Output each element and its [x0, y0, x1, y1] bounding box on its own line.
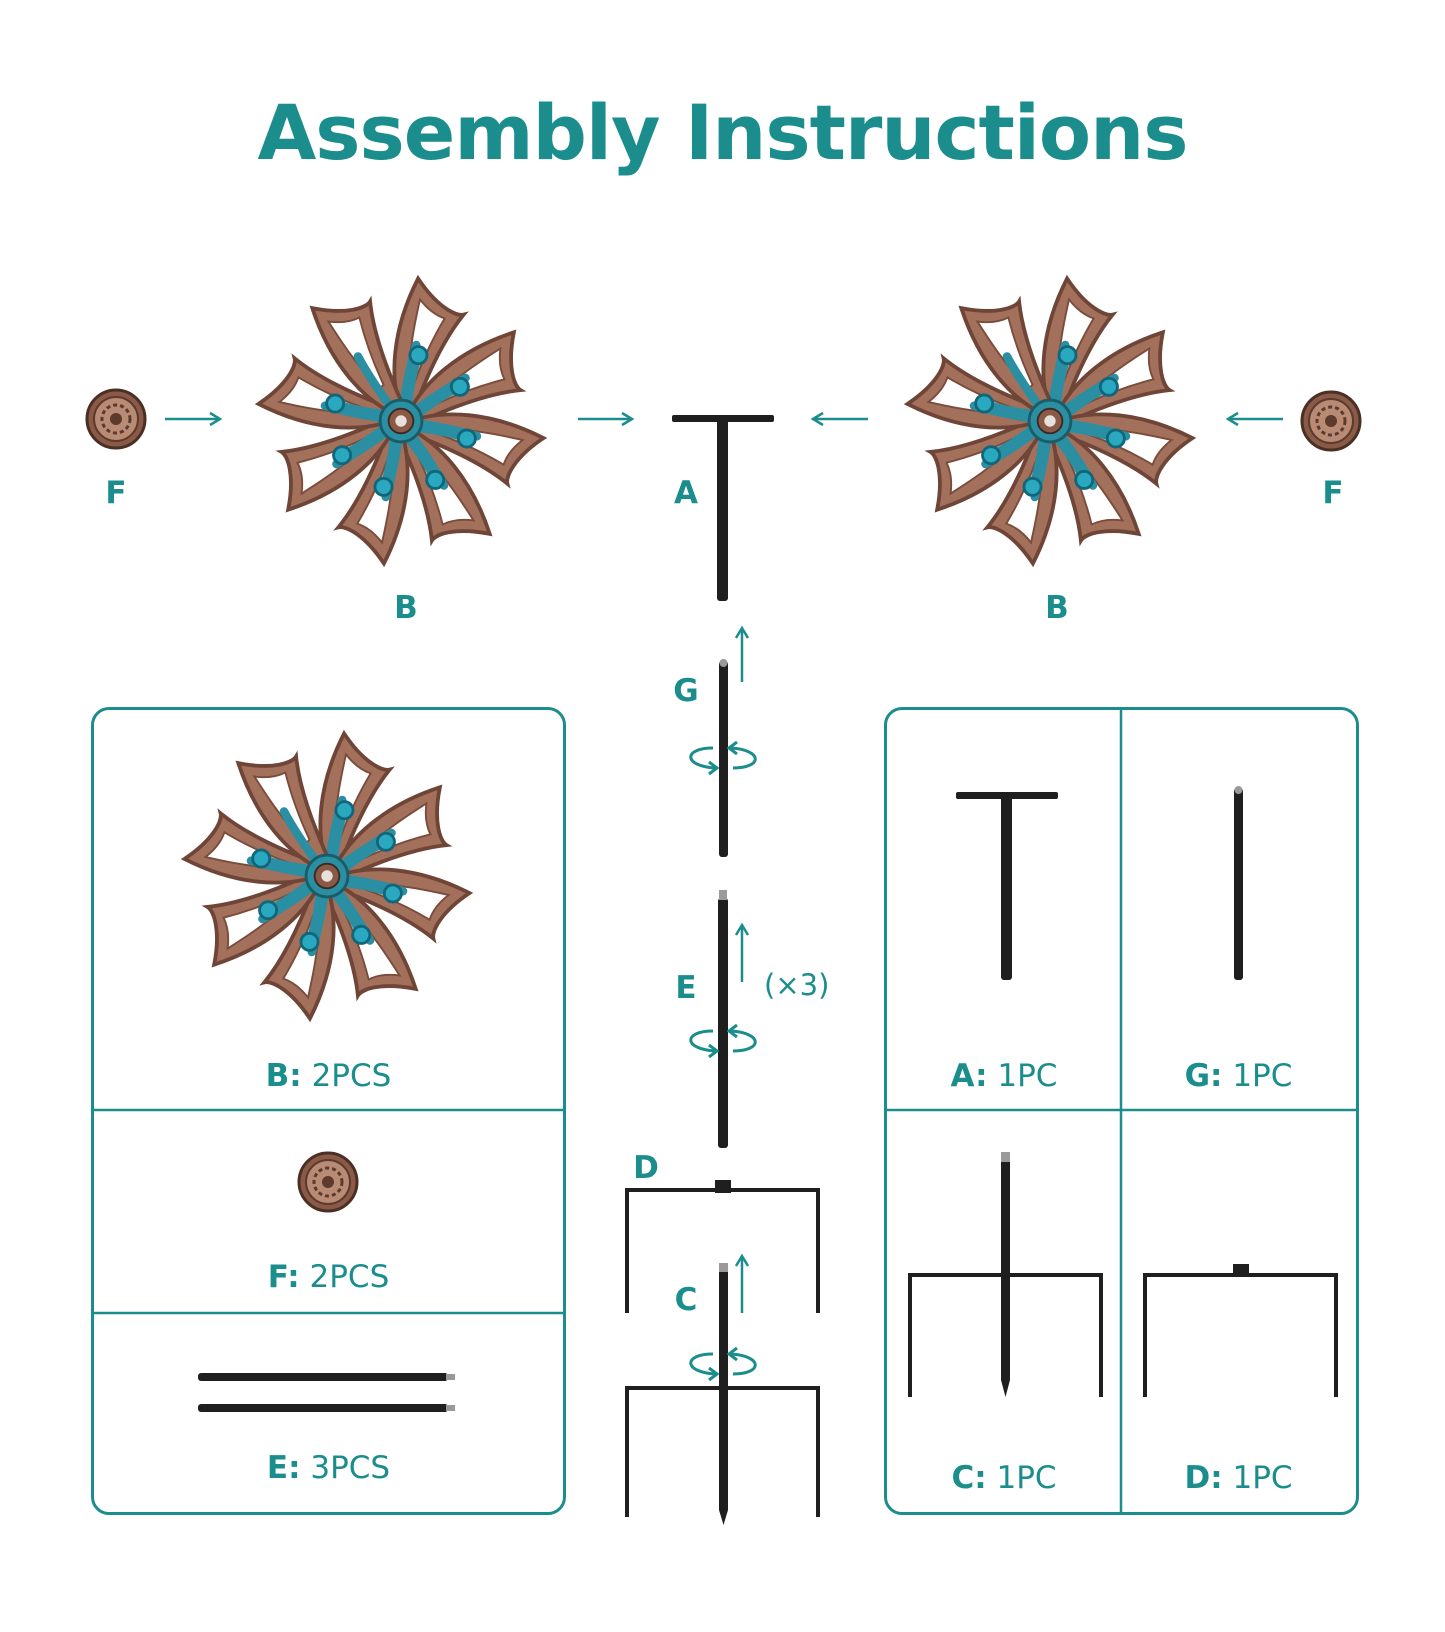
arrow-icon [734, 625, 750, 682]
caption-d-qty: 1PC [1232, 1460, 1293, 1496]
label-c: C [674, 1282, 698, 1318]
rod-icon [718, 890, 728, 1148]
caption-e: E: 3PCS [94, 1450, 563, 1486]
caption-f: F: 2PCS [94, 1259, 563, 1295]
label-b-left: B [394, 590, 418, 626]
rod-icon [198, 1373, 455, 1412]
arrow-icon [165, 411, 223, 427]
caption-f-letter: F: [267, 1259, 300, 1295]
page-title: Assembly Instructions [257, 88, 1188, 177]
arrow-icon [734, 1253, 750, 1313]
arrow-icon [810, 411, 868, 427]
caption-c-qty: 1PC [996, 1460, 1057, 1496]
end-cap-icon [297, 1151, 359, 1213]
end-cap-icon [85, 388, 147, 450]
caption-g-letter: G: [1184, 1058, 1223, 1094]
frame-icon [625, 1180, 820, 1313]
caption-b-qty: 2PCS [311, 1058, 392, 1094]
caption-d-letter: D: [1184, 1460, 1223, 1496]
caption-g: G: 1PC [1121, 1058, 1356, 1094]
stake-icon [625, 1263, 820, 1525]
pinwheel-icon [256, 276, 546, 566]
caption-g-qty: 1PC [1232, 1058, 1293, 1094]
stake-icon [908, 1152, 1103, 1397]
label-f-right: F [1322, 475, 1344, 511]
pinwheel-icon [905, 276, 1195, 566]
t-pole-icon [956, 792, 1058, 980]
label-a: A [674, 475, 698, 511]
arrow-icon [1225, 411, 1283, 427]
parts-panel-right [884, 707, 1359, 1515]
label-d: D [633, 1150, 659, 1186]
parts-panel-left [91, 707, 566, 1515]
rod-icon [719, 659, 728, 857]
label-g: G [673, 673, 699, 709]
arrow-icon [734, 922, 750, 982]
label-e-count: (×3) [764, 968, 830, 1002]
t-pole-icon [672, 415, 774, 601]
caption-f-qty: 2PCS [309, 1259, 390, 1295]
caption-a-qty: 1PC [997, 1058, 1058, 1094]
arrow-icon [578, 411, 635, 427]
caption-c: C: 1PC [887, 1460, 1121, 1496]
frame-icon [1143, 1264, 1338, 1397]
caption-b-letter: B: [265, 1058, 302, 1094]
caption-a: A: 1PC [887, 1058, 1121, 1094]
label-b-right: B [1045, 590, 1069, 626]
caption-e-qty: 3PCS [310, 1450, 391, 1486]
caption-b: B: 2PCS [94, 1058, 563, 1094]
caption-a-letter: A: [950, 1058, 988, 1094]
caption-c-letter: C: [951, 1460, 987, 1496]
end-cap-icon [1300, 390, 1362, 452]
caption-e-letter: E: [266, 1450, 301, 1486]
caption-d: D: 1PC [1121, 1460, 1356, 1496]
pinwheel-icon [182, 731, 472, 1021]
label-f-left: F [105, 475, 127, 511]
rod-icon [1234, 786, 1243, 980]
label-e: E [675, 970, 697, 1006]
